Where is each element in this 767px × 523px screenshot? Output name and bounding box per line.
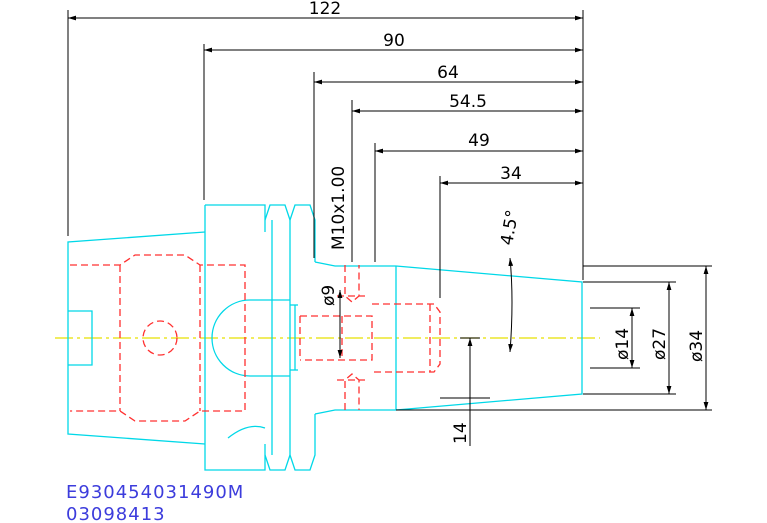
dimension-labels: 122 90 64 54.5 49 34 M10x1.00 4.5° ø9 ø1… bbox=[309, 0, 707, 444]
dim-34: 34 bbox=[500, 164, 522, 184]
tool-holder-outline bbox=[67, 204, 583, 471]
dia-9-label: ø9 bbox=[319, 285, 339, 306]
dim-49: 49 bbox=[468, 131, 490, 151]
part-code-line1: E930454031490M bbox=[66, 482, 244, 503]
dimension-lines bbox=[67, 10, 712, 446]
dia-14-label: ø14 bbox=[613, 328, 633, 360]
dim-122: 122 bbox=[309, 0, 341, 19]
dia-34-label: ø34 bbox=[687, 330, 707, 362]
thread-label: M10x1.00 bbox=[329, 166, 349, 250]
dim-54-5: 54.5 bbox=[449, 92, 487, 112]
taper-angle-label: 4.5° bbox=[497, 208, 523, 246]
dia-27-label: ø27 bbox=[650, 328, 670, 360]
dim-64: 64 bbox=[437, 63, 459, 83]
depth-14-label: 14 bbox=[451, 422, 471, 444]
part-code-line2: 03098413 bbox=[66, 504, 166, 523]
dim-90: 90 bbox=[383, 31, 405, 51]
